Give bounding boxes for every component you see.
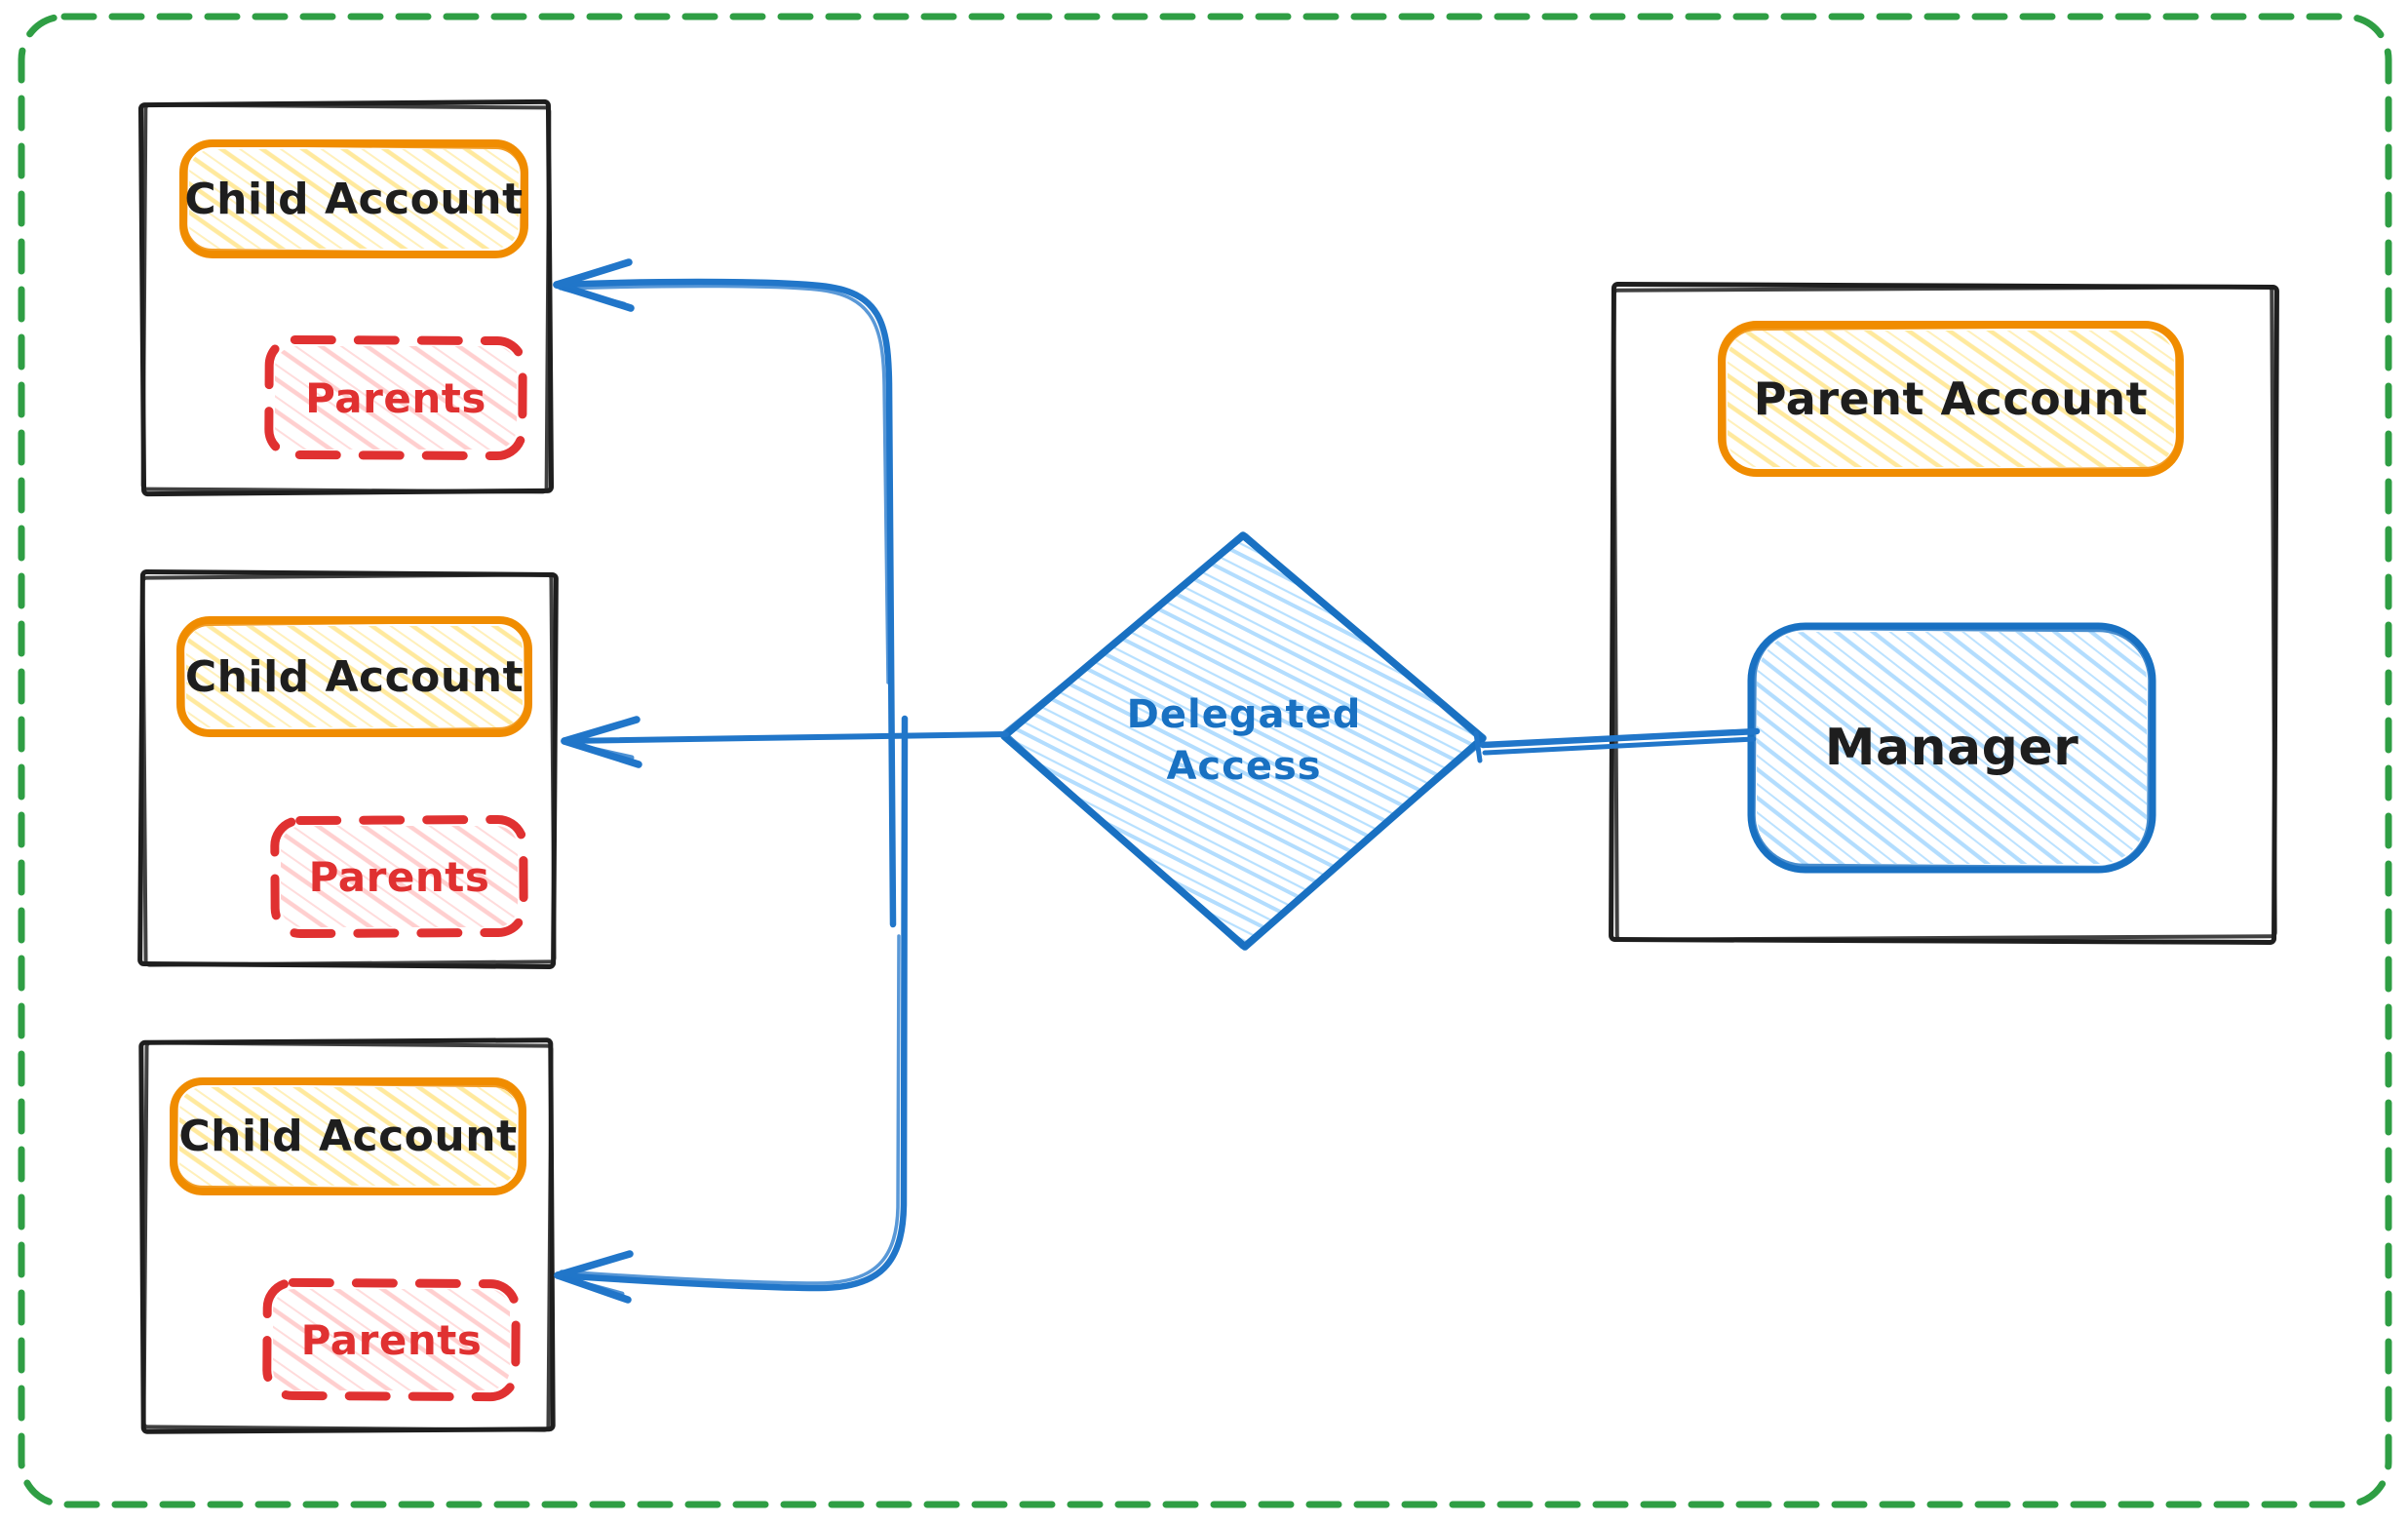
child-account-pill-2 <box>176 616 532 737</box>
parents-badge-3 <box>262 1277 521 1402</box>
parent-account-box <box>1609 282 2279 945</box>
delegated-access-diamond <box>1000 531 1487 951</box>
child-account-box-1 <box>137 98 555 497</box>
manager-to-diamond-connector <box>1473 727 1761 763</box>
arrow-to-child-1 <box>553 258 897 928</box>
child-account-pill-1 <box>179 139 528 258</box>
arrow-to-child-3 <box>554 715 909 1304</box>
parent-account-pill <box>1718 321 2184 477</box>
manager-node <box>1747 622 2156 874</box>
parents-badge-1 <box>264 334 527 461</box>
child-account-pill-3 <box>170 1077 526 1195</box>
arrow-to-child-2 <box>561 716 1009 768</box>
parents-badge-2 <box>270 814 528 939</box>
child-account-box-3 <box>138 1037 556 1434</box>
child-account-box-2 <box>137 569 559 969</box>
